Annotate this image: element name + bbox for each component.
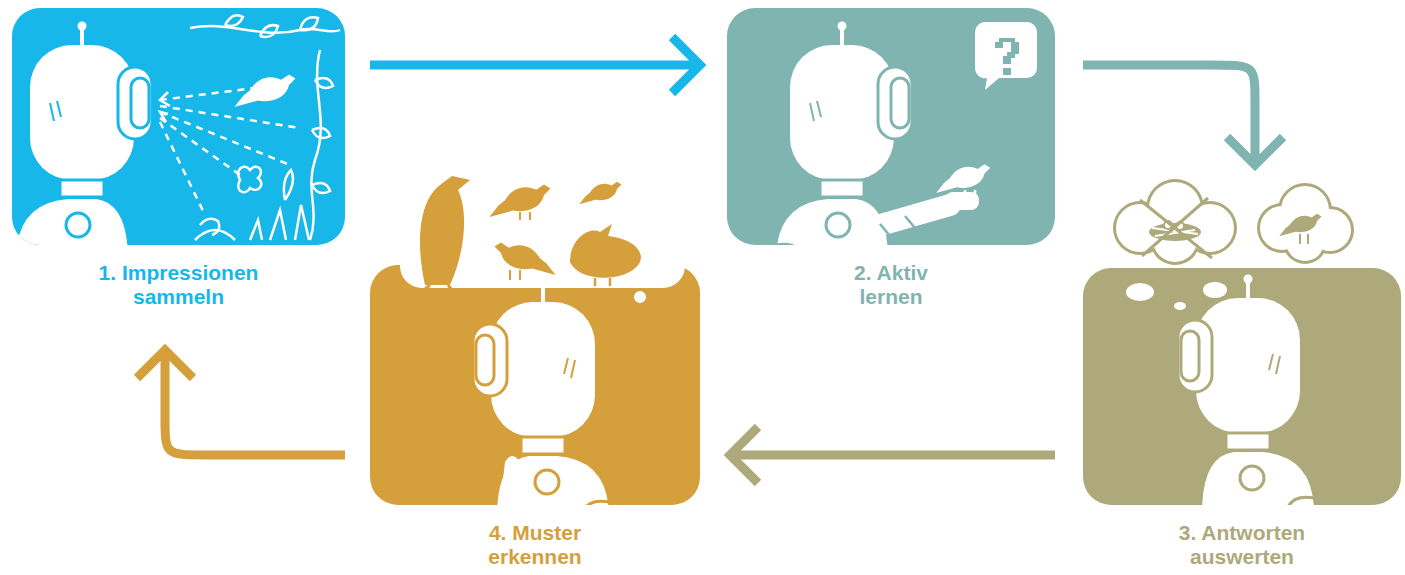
nature-scene	[160, 15, 340, 240]
flow-arrow	[370, 37, 700, 93]
robot-with-bird	[776, 22, 979, 246]
thinking-robot	[1126, 275, 1314, 506]
step-panel: 1. Impressionen sammeln	[12, 8, 345, 245]
flow-arrow	[137, 350, 345, 455]
pattern-thought	[400, 176, 685, 304]
flow-arrow	[730, 427, 1055, 483]
step-panel: 4. Muster erkennen	[370, 265, 700, 505]
step-caption: 1. Impressionen sammeln	[86, 261, 271, 309]
step-caption: 4. Muster erkennen	[478, 521, 593, 569]
flow-arrow	[1083, 65, 1283, 165]
speech-bubble	[975, 22, 1037, 90]
step-label: 1. Impressionen sammeln	[86, 261, 271, 309]
recognizing-robot	[473, 279, 609, 506]
step-panel: 2. Aktiv lernen	[727, 8, 1055, 245]
thought-clouds	[1113, 179, 1354, 265]
step-label: 4. Muster erkennen	[478, 521, 593, 569]
step-label: 2. Aktiv lernen	[844, 261, 939, 309]
bird-drawing	[234, 75, 295, 108]
bird-legs	[965, 190, 975, 198]
bird-drawing	[936, 164, 990, 193]
step-label: 3. Antworten auswerten	[1167, 521, 1317, 569]
step-caption: 2. Aktiv lernen	[844, 261, 939, 309]
step-caption: 3. Antworten auswerten	[1167, 521, 1317, 569]
robot-figure	[16, 22, 152, 246]
step-panel: 3. Antworten auswerten	[1083, 268, 1401, 505]
